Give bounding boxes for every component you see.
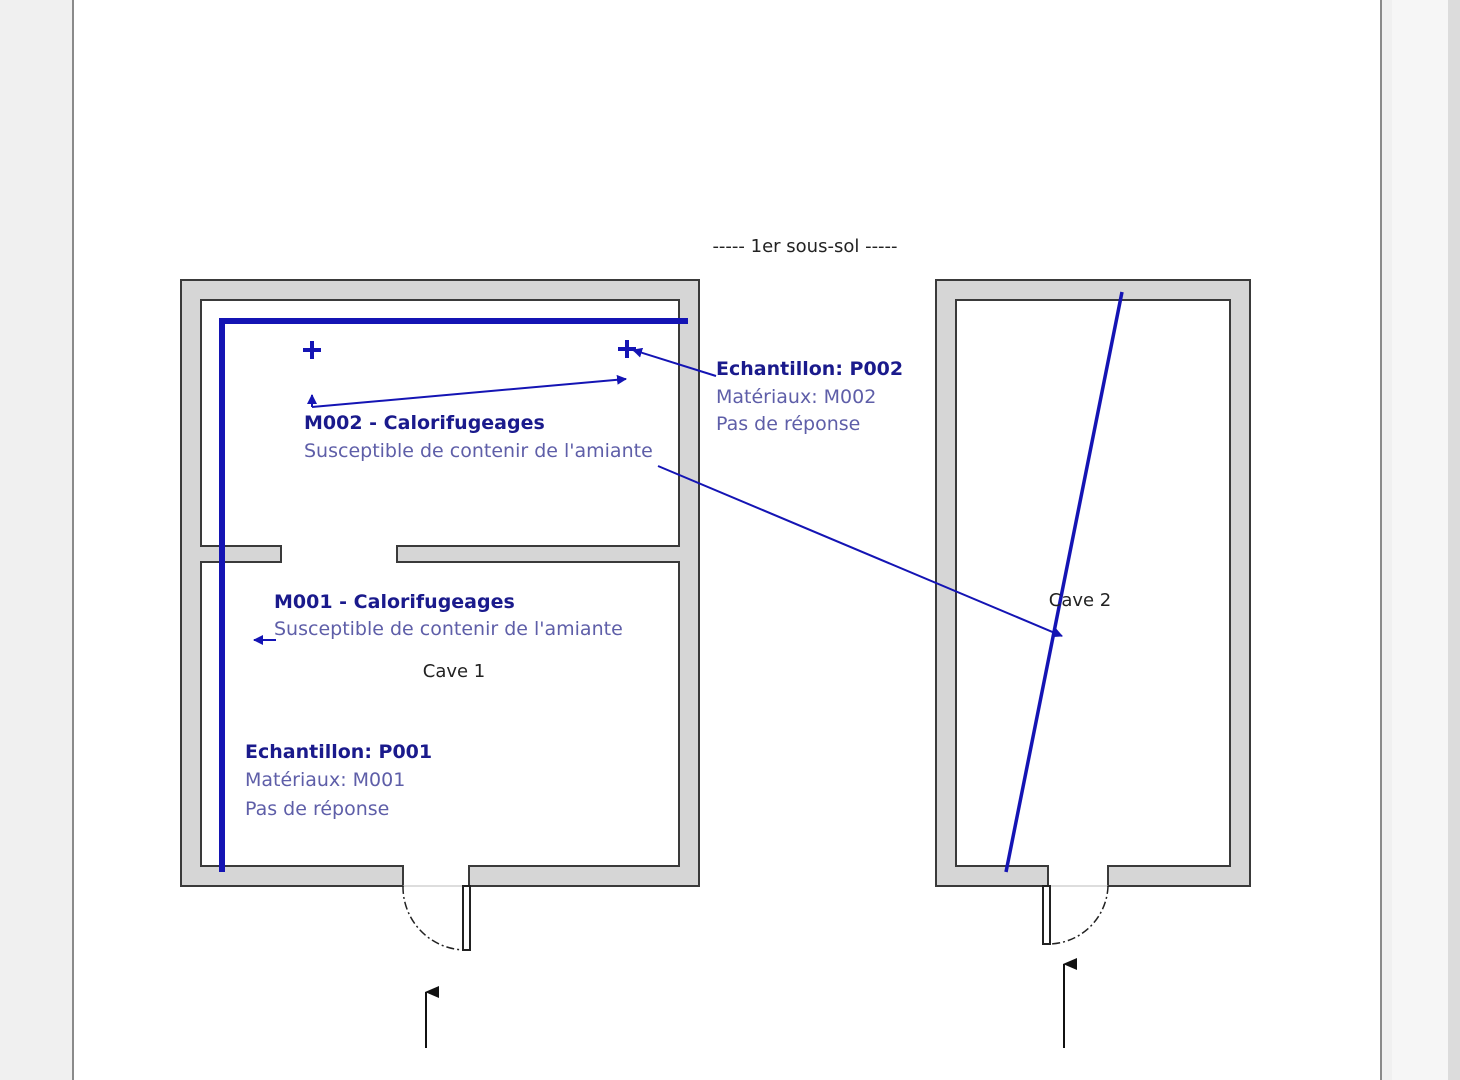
material-m001-title: M001 - Calorifugeages (274, 591, 515, 613)
sample-p002-title: Echantillon: P002 (716, 358, 903, 380)
floor-label: ----- 1er sous-sol ----- (712, 236, 897, 257)
material-m002-title: M002 - Calorifugeages (304, 412, 545, 434)
leader-p002 (632, 347, 717, 377)
leader-m002-right (311, 374, 627, 408)
sample-marker-plus-2 (618, 340, 636, 358)
document-page (72, 0, 1382, 1080)
sample-p001-response: Pas de réponse (245, 798, 389, 820)
material-m001-status: Susceptible de contenir de l'amiante (274, 618, 623, 640)
leader-m002-to-cave2 (657, 465, 1063, 638)
pipe-cave-2 (1004, 291, 1124, 873)
door-leaf-right (1042, 885, 1051, 945)
door-swing-right (1047, 885, 1109, 945)
building-left-walls (180, 279, 700, 887)
door-leaf-left (462, 885, 471, 951)
door-swing-left (402, 885, 467, 951)
sample-p001-title: Echantillon: P001 (245, 741, 432, 763)
room-label-cave-1: Cave 1 (423, 661, 486, 682)
sample-p001-material: Matériaux: M001 (245, 769, 405, 791)
material-m002-status: Susceptible de contenir de l'amiante (304, 440, 653, 462)
sample-p002-material: Matériaux: M002 (716, 386, 876, 408)
pipe-m001-m002 (219, 318, 688, 872)
room-label-cave-2: Cave 2 (1049, 590, 1112, 611)
window-scroll-edge (1448, 0, 1460, 1080)
sample-marker-plus-1 (303, 341, 321, 359)
building-right-walls (935, 279, 1251, 887)
sample-p002-response: Pas de réponse (716, 413, 860, 435)
page-margin (1392, 0, 1448, 1080)
